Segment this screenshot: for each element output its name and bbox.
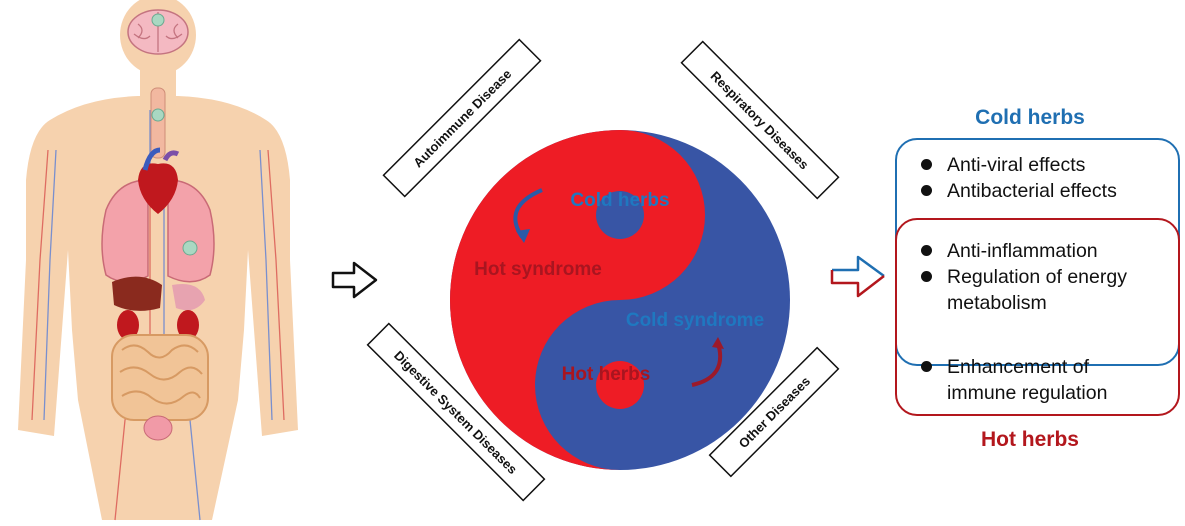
effect-item: Anti-inflammation [915,238,1173,264]
bullet-icon [921,245,932,256]
kidney-icon [117,310,199,340]
hot-herbs-title: Hot herbs [980,428,1079,451]
effect-item: Anti-viral effects [915,152,1117,178]
yin-yang-hot-herbs: Hot herbs [562,364,651,385]
shared-effects-list: Anti-inflammation Regulation of energy m… [915,238,1173,316]
cold-effects-list: Anti-viral effects Antibacterial effects [915,152,1117,204]
yin-yang-cold-herbs: Cold herbs [570,190,669,211]
hot-herbs-box [895,218,1180,416]
human-body-illustration [18,0,298,521]
effect-item: Enhancement of immune regulation [915,354,1145,406]
bullet-icon [921,361,932,372]
yin-yang-diagram: Cold herbs Hot syndrome Cold syndrome Ho… [450,130,790,470]
heart-icon [138,147,180,214]
bullet-icon [921,185,932,196]
bullet-icon [921,159,932,170]
effect-item: Regulation of energy metabolism [915,264,1173,316]
yin-yang-hot-syndrome: Hot syndrome [474,259,602,280]
outline-arrow-icon [331,261,378,299]
effect-item: Antibacterial effects [915,178,1117,204]
intestine-icon [111,334,209,421]
brain-icon [127,9,189,55]
yin-yang-cold-syndrome: Cold syndrome [626,310,764,331]
hot-effects-list: Enhancement of immune regulation [915,354,1145,406]
cold-herbs-title: Cold herbs [975,106,1085,129]
red-blue-arrow-icon [830,255,885,298]
bullet-icon [921,271,932,282]
